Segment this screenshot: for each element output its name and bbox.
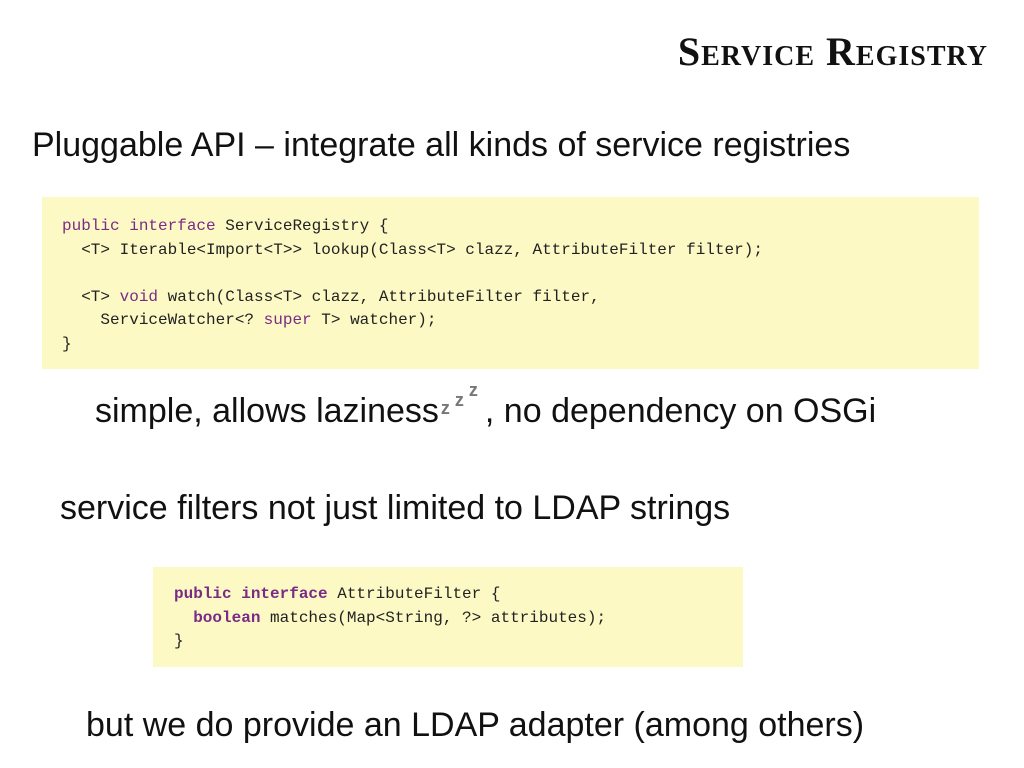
code-line: public interface ServiceRegistry {	[62, 215, 979, 239]
zzz-letter: z	[454, 390, 464, 410]
code-line: public interface AttributeFilter {	[174, 583, 743, 607]
bullet-service-filters: service filters not just limited to LDAP…	[60, 489, 731, 527]
bullet-text: , no dependency on OSGi	[484, 392, 877, 430]
code-line: boolean matches(Map<String, ?> attribute…	[174, 607, 743, 631]
code-text: watch(Class<T> clazz, AttributeFilter fi…	[158, 287, 600, 306]
service-registry-code-block: public interface ServiceRegistry { <T> I…	[42, 197, 979, 369]
code-keyword: super	[263, 311, 312, 329]
code-line: <T> void watch(Class<T> clazz, Attribute…	[62, 286, 979, 310]
bullet-ldap-adapter: but we do provide an LDAP adapter (among…	[86, 706, 865, 744]
code-keyword: boolean	[193, 608, 261, 627]
code-text: AttributeFilter {	[327, 585, 501, 603]
zzz-letter: z	[440, 398, 450, 418]
code-line: ServiceWatcher<? super T> watcher);	[62, 309, 979, 333]
code-line: }	[174, 632, 184, 650]
code-text: ServiceWatcher<?	[62, 311, 264, 329]
code-text	[174, 609, 193, 627]
code-text: <T>	[62, 287, 120, 306]
code-keyword: public interface	[62, 217, 216, 235]
code-line	[62, 262, 979, 286]
attribute-filter-code-block: public interface AttributeFilter { boole…	[153, 567, 743, 667]
code-line: <T> Iterable<Import<T>> lookup(Class<T> …	[62, 240, 763, 259]
code-keyword: void	[119, 287, 159, 306]
code-text: ServiceRegistry {	[215, 217, 389, 235]
code-keyword: public interface	[174, 585, 328, 603]
bullet-pluggable-api: Pluggable API – integrate all kinds of s…	[32, 126, 851, 164]
code-text: T> watcher);	[311, 311, 437, 329]
zzz-letter: z	[468, 380, 478, 400]
slide-title: Service Registry	[677, 29, 988, 74]
code-text: matches(Map<String, ?> attributes);	[260, 608, 607, 627]
bullet-text: simple, allows laziness	[95, 392, 439, 430]
code-line: }	[62, 334, 72, 353]
